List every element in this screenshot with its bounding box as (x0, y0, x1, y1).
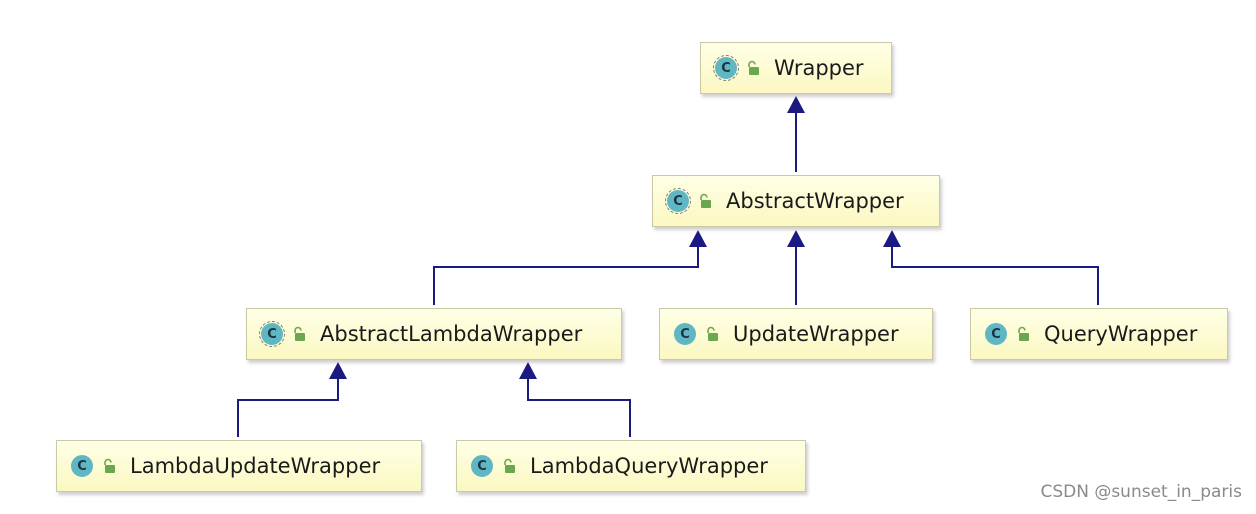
class-name: UpdateWrapper (733, 322, 899, 346)
edge-lambdaquerywrapper-to-abstractlambdawrapper (527, 378, 631, 437)
lock-open-icon (707, 326, 718, 341)
class-node-lambdaupdatewrapper[interactable]: C LambdaUpdateWrapper (56, 440, 422, 492)
class-name: AbstractWrapper (726, 189, 904, 213)
class-name: LambdaUpdateWrapper (130, 454, 381, 478)
class-icon: C (71, 455, 93, 477)
edge-querywrapper-to-abstractwrapper (891, 246, 1099, 305)
lock-open-icon (504, 458, 515, 473)
class-name: AbstractLambdaWrapper (320, 322, 583, 346)
arrowhead-abstractlambdawrapper-right (519, 362, 537, 379)
edge-abstractlambdawrapper-to-abstractwrapper (433, 246, 699, 305)
class-icon: C (471, 455, 493, 477)
class-icon: C (259, 321, 285, 347)
class-icon: C (665, 188, 691, 214)
class-icon: C (985, 323, 1007, 345)
class-name: Wrapper (774, 56, 864, 80)
class-icon: C (674, 323, 696, 345)
class-name: QueryWrapper (1044, 322, 1198, 346)
class-node-wrapper[interactable]: C Wrapper (700, 42, 892, 94)
lock-open-icon (1018, 326, 1029, 341)
lock-open-icon (294, 326, 305, 341)
arrowhead-wrapper (787, 96, 805, 113)
arrowhead-abstractwrapper-right (883, 230, 901, 247)
watermark: CSDN @sunset_in_paris (1040, 482, 1242, 502)
class-node-updatewrapper[interactable]: C UpdateWrapper (659, 308, 933, 360)
arrowhead-abstractwrapper-middle (787, 230, 805, 247)
class-name: LambdaQueryWrapper (530, 454, 768, 478)
class-node-lambdaquerywrapper[interactable]: C LambdaQueryWrapper (456, 440, 806, 492)
lock-open-icon (104, 458, 115, 473)
lock-open-icon (748, 60, 759, 75)
arrowhead-abstractwrapper-left (689, 230, 707, 247)
edge-lambdaupdatewrapper-to-abstractlambdawrapper (237, 378, 339, 437)
class-node-abstractwrapper[interactable]: C AbstractWrapper (652, 175, 940, 227)
class-node-abstractlambdawrapper[interactable]: C AbstractLambdaWrapper (246, 308, 622, 360)
class-icon: C (713, 55, 739, 81)
lock-open-icon (700, 193, 711, 208)
arrowhead-abstractlambdawrapper-left (329, 362, 347, 379)
class-node-querywrapper[interactable]: C QueryWrapper (970, 308, 1228, 360)
